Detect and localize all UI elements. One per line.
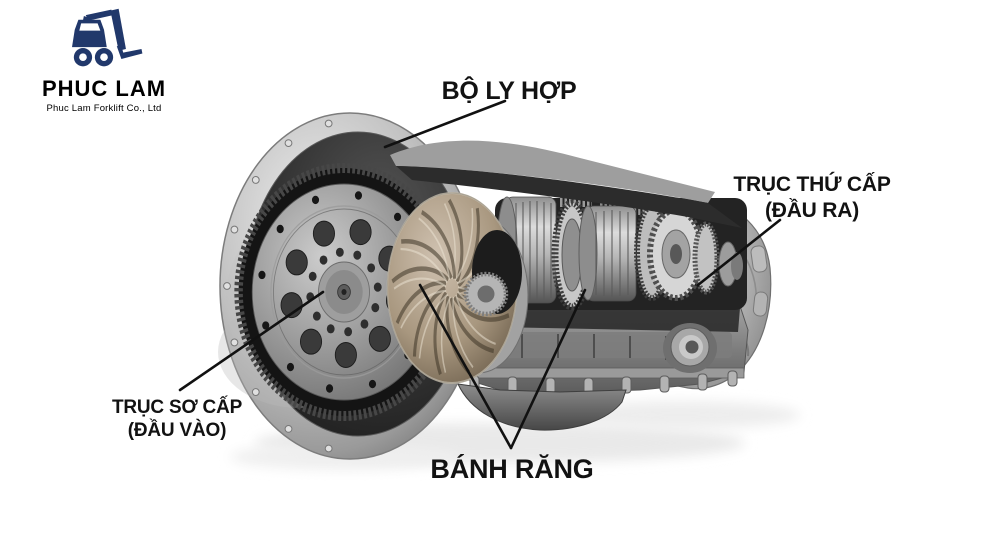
callout-line-gears-left [418,283,513,450]
oil-pan [457,383,627,431]
label-output-shaft: TRỤC THỨ CẤP (ĐẦU RA) [733,172,891,224]
logo-tagline-text: Phuc Lam Forklift Co., Ltd [46,103,162,114]
bell-housing-bolt-tabs [223,119,333,453]
label-input-shaft-line1: TRỤC SƠ CẤP [111,397,243,418]
company-logo: PHUC LAM Phuc Lam Forklift Co., Ltd [26,6,182,114]
label-output-shaft-line1: TRỤC THỨ CẤP [733,173,891,196]
callout-line-clutch [383,99,507,149]
label-clutch: BỘ LY HỢP [441,77,577,105]
label-gears: BÁNH RĂNG [430,454,594,484]
torque-converter [386,192,522,384]
case-top-edge [390,140,742,228]
callout-line-output-shaft [696,218,782,287]
governor-cylinder [663,323,717,373]
forklift-icon [72,8,143,67]
label-input-shaft-line2: (ĐẦU VÀO) [127,420,227,441]
callout-line-gears-right [509,288,587,450]
label-output-shaft-line2: (ĐẦU RA) [764,199,860,222]
label-input-shaft: TRỤC SƠ CẤP (ĐẦU VÀO) [112,396,242,442]
clutch-drum-2 [578,205,637,302]
planetary-gearset [634,203,705,301]
logo-brand-text: PHUC LAM [41,76,167,101]
callout-line-input-shaft [178,290,325,392]
